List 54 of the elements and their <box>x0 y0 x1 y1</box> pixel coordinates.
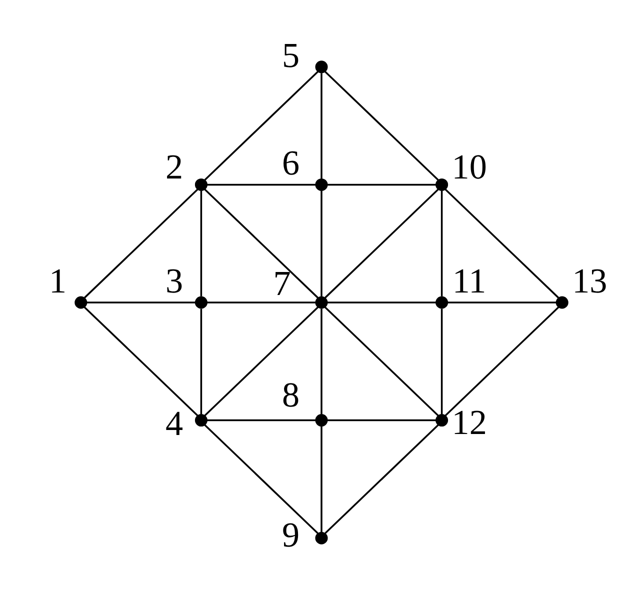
connector <box>204 424 318 534</box>
node-circle <box>315 60 328 74</box>
node-circle <box>194 178 208 191</box>
connector <box>320 308 322 414</box>
node-label: 11 <box>452 261 486 300</box>
connector <box>444 306 560 416</box>
connector <box>327 419 436 422</box>
node-circle <box>436 414 448 427</box>
connector <box>447 302 556 304</box>
connector <box>84 188 198 298</box>
node-label: 3 <box>165 261 184 300</box>
connector <box>204 306 319 416</box>
connector <box>84 306 198 416</box>
connector <box>327 302 436 304</box>
connector <box>206 184 316 186</box>
connector <box>320 73 322 179</box>
connector <box>204 70 319 181</box>
node-label: 1 <box>48 261 66 300</box>
node-label: 9 <box>282 516 300 555</box>
node-circle <box>315 414 328 427</box>
node-circle <box>315 296 328 309</box>
node-label: 8 <box>282 375 300 414</box>
node-circle <box>315 178 328 191</box>
node-label: 2 <box>165 147 184 186</box>
node-label: 12 <box>452 402 487 442</box>
node-circle <box>194 414 208 427</box>
connector <box>200 190 202 296</box>
node-label: 4 <box>165 404 184 444</box>
connector <box>444 188 559 298</box>
connector <box>324 424 439 534</box>
connector <box>86 302 196 304</box>
connector <box>320 426 322 532</box>
connector <box>440 190 443 296</box>
node-circle <box>436 178 448 191</box>
connector <box>206 419 316 422</box>
node-circle <box>436 296 448 309</box>
connector <box>206 302 316 304</box>
node-label: 7 <box>273 264 291 303</box>
node-circle <box>315 532 328 544</box>
connector <box>320 190 322 296</box>
node-circle <box>556 296 568 309</box>
connector <box>327 184 436 186</box>
node-circle <box>74 296 88 309</box>
node-label: 13 <box>572 261 608 300</box>
node-label: 5 <box>282 36 300 75</box>
connector <box>324 70 439 181</box>
connector <box>204 188 318 298</box>
node-circle <box>194 296 208 309</box>
node-label: 6 <box>282 144 300 183</box>
connector <box>324 306 439 416</box>
connector <box>200 308 202 414</box>
connector <box>440 308 443 414</box>
connector <box>324 188 439 298</box>
node-label: 10 <box>452 147 487 186</box>
